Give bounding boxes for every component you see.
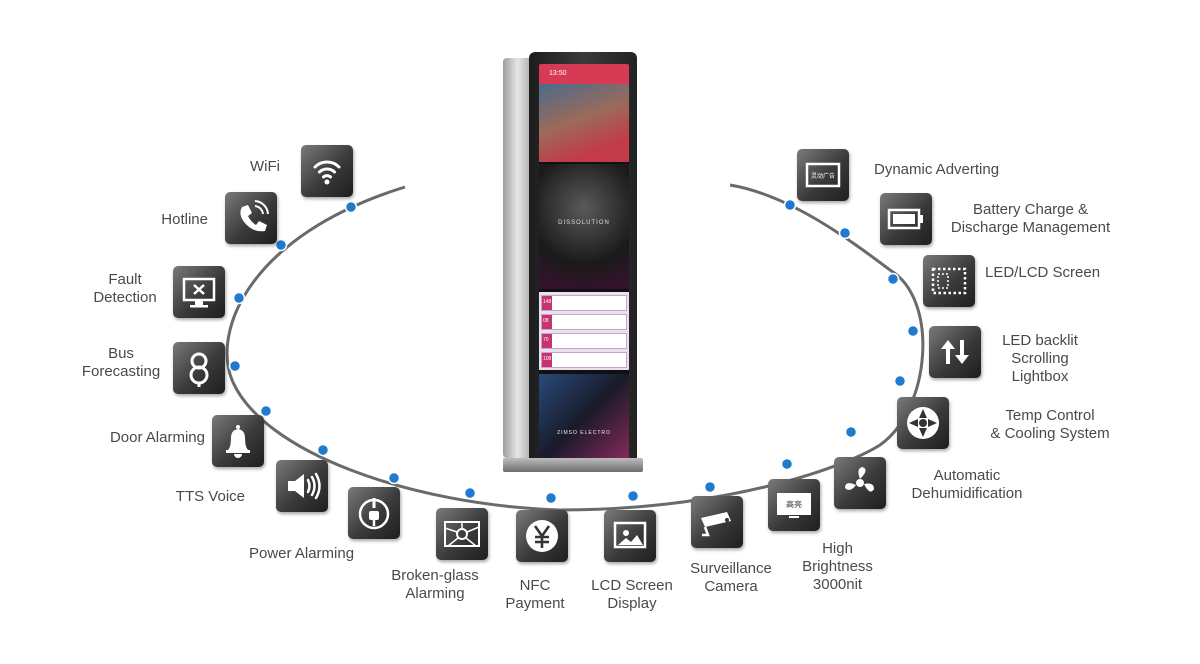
dynamic-adverting-label: Dynamic Adverting — [874, 161, 1000, 178]
fan-icon — [834, 457, 886, 509]
ring-line — [225, 183, 925, 512]
ring-dot — [893, 374, 907, 388]
ring-dot — [544, 491, 558, 505]
automatic-dehumidification-label: Automatic Dehumidification — [911, 467, 1023, 502]
kiosk-poster-caption: DISSOLUTION — [558, 220, 610, 226]
ring-dot — [780, 457, 794, 471]
cooling-fan-icon — [897, 397, 949, 449]
phone-call-icon — [225, 192, 277, 244]
ring-dot — [463, 486, 477, 500]
ring-dot — [316, 443, 330, 457]
route-row: 108 — [541, 352, 627, 368]
broken-glass-icon — [436, 508, 488, 560]
surveillance-camera-label: Surveillance Camera — [690, 560, 772, 595]
battery-icon — [880, 193, 932, 245]
led-lcd-screen-label: LED/LCD Screen — [985, 264, 1101, 281]
kiosk-screen: 13:50 DISSOLUTION 148 08 70 108 ZIMSO EL… — [539, 64, 629, 462]
up-down-arrows-icon — [929, 326, 981, 378]
route-row: 148 — [541, 295, 627, 311]
dotted-screen-icon — [923, 255, 975, 307]
ad-screen-icon: 灵动广告 — [797, 149, 849, 201]
ring-dot — [783, 198, 797, 212]
bus-stop-kiosk: 13:50 DISSOLUTION 148 08 70 108 ZIMSO EL… — [503, 50, 643, 475]
kiosk-poster: DISSOLUTION — [539, 164, 629, 289]
ring-dots — [228, 198, 920, 505]
route-number: 70 — [543, 337, 549, 343]
broken-glass-label: Broken-glass Alarming — [391, 567, 479, 602]
bus-stop-icon — [173, 342, 225, 394]
tts-voice-label: TTS Voice — [175, 488, 245, 505]
led-backlit-label: LED backlit Scrolling Lightbox — [1002, 332, 1078, 385]
monitor-x-icon — [173, 266, 225, 318]
ring-dot — [844, 425, 858, 439]
kiosk-clock: 13:50 — [539, 64, 629, 84]
ring-dot — [228, 359, 242, 373]
kiosk-base — [503, 458, 643, 472]
nfc-payment-label: NFC Payment — [505, 577, 565, 612]
ring-dot — [703, 480, 717, 494]
high-brightness-label: High Brightness 3000nit — [802, 540, 873, 593]
fault-detection-label: Fault Detection — [93, 271, 157, 306]
route-row: 70 — [541, 333, 627, 349]
wifi-label: WiFi — [250, 158, 280, 175]
kiosk-news-photo — [539, 84, 629, 162]
ring-dot — [886, 272, 900, 286]
camera-icon — [691, 496, 743, 548]
door-alarming-label: Door Alarming — [109, 429, 205, 446]
ring-dot — [259, 404, 273, 418]
battery-management-label: Battery Charge & Discharge Management — [950, 201, 1111, 236]
ring-dot — [344, 200, 358, 214]
ring-dot — [838, 226, 852, 240]
route-number: 148 — [543, 299, 552, 305]
hotline-label: Hotline — [161, 211, 208, 228]
ad-icon-text: 灵动广告 — [811, 172, 835, 180]
bright-screen-icon: 高亮 — [768, 479, 820, 531]
kiosk-route-list: 148 08 70 108 — [539, 292, 629, 370]
kiosk-ad-panel: ZIMSO ELECTRO — [539, 374, 629, 462]
route-number: 08 — [543, 318, 549, 324]
route-row: 08 — [541, 314, 627, 330]
yen-coin-icon — [516, 510, 568, 562]
lcd-screen-display-label: LCD Screen Display — [591, 577, 673, 612]
bus-forecasting-label: Bus Forecasting — [81, 345, 161, 380]
picture-frame-icon — [604, 510, 656, 562]
wifi-icon — [301, 145, 353, 197]
power-alarming-label: Power Alarming — [249, 545, 355, 562]
brightness-icon-text: 高亮 — [786, 499, 802, 509]
ring-dot — [232, 291, 246, 305]
ring-dot — [274, 238, 288, 252]
power-plug-icon — [348, 487, 400, 539]
temp-control-label: Temp Control & Cooling System — [990, 407, 1110, 442]
route-number: 108 — [543, 356, 552, 362]
speaker-icon — [276, 460, 328, 512]
ring-dot — [906, 324, 920, 338]
kiosk-ad-caption: ZIMSO ELECTRO — [557, 430, 611, 436]
ring-dot — [626, 489, 640, 503]
bell-icon — [212, 415, 264, 467]
ring-dot — [387, 471, 401, 485]
